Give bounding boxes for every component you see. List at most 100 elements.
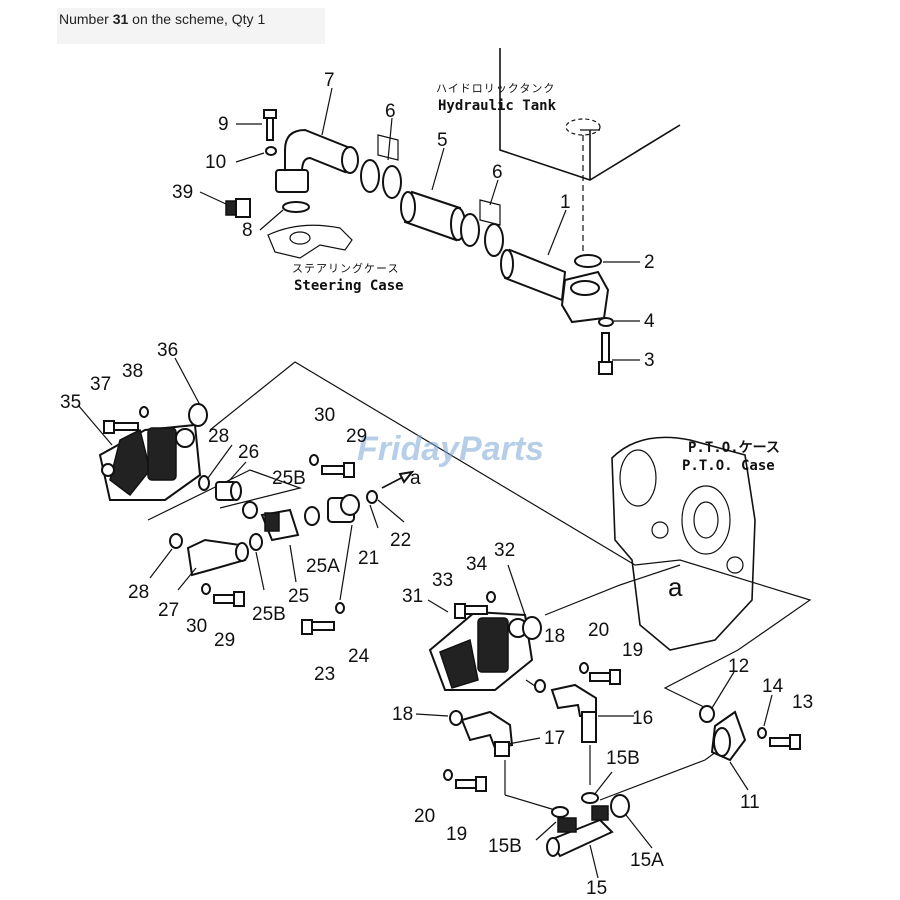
- washer-30-upper: [309, 454, 319, 466]
- part-label-23: 23: [314, 664, 335, 685]
- part-label-30: 30: [186, 616, 207, 637]
- washer-10: [265, 146, 277, 156]
- part-label-32: 32: [494, 540, 515, 561]
- caption-number: 31: [112, 11, 129, 27]
- o-ring-8: [282, 201, 310, 213]
- tee-15: [546, 805, 614, 858]
- o-ring-36: [188, 403, 208, 427]
- elbow-11: [710, 710, 747, 762]
- o-ring-25b-upper: [242, 501, 258, 519]
- part-label-1: 1: [560, 192, 571, 213]
- part-label-2: 2: [644, 252, 655, 273]
- bolt-29-lower: [213, 591, 245, 607]
- leader-lines: [77, 87, 773, 879]
- o-ring-18-lower: [449, 710, 463, 726]
- hydraulic-tank-label: Hydraulic Tank: [438, 98, 557, 114]
- caption-prefix: Number: [59, 11, 113, 27]
- bolt-23: [301, 619, 335, 635]
- o-ring-25a: [304, 506, 320, 526]
- part-label-8: 8: [242, 220, 253, 241]
- leader-24: [339, 524, 353, 601]
- part-label-19: 19: [622, 640, 643, 661]
- bolt-3: [598, 332, 613, 375]
- o-ring-25b-lower: [249, 533, 263, 551]
- part-label-29: 29: [346, 426, 367, 447]
- part-label-25b: 25B: [272, 468, 306, 489]
- part-label-20: 20: [588, 620, 609, 641]
- clamp-6-right: [460, 199, 504, 257]
- washer-38: [139, 406, 149, 418]
- page-caption: Number 31 on the scheme, Qty 1: [57, 8, 325, 44]
- elbow-25: [260, 508, 300, 542]
- bolt-33: [454, 603, 488, 619]
- part-label-16: 16: [632, 708, 653, 729]
- part-label-28: 28: [128, 582, 149, 603]
- part-label-28: 28: [208, 426, 229, 447]
- washer-20-upper: [579, 662, 589, 674]
- hydraulic-tank-label-jp: ハイドロリックタンク: [436, 82, 555, 95]
- part-label-15: 15: [586, 878, 607, 899]
- pto-case-label: P.T.O. Case: [682, 458, 775, 474]
- elbow-27: [186, 538, 249, 577]
- part-label-38: 38: [122, 361, 143, 382]
- part-label-31: 31: [402, 586, 423, 607]
- part-label-14: 14: [762, 676, 784, 697]
- washer-24: [335, 602, 345, 614]
- o-ring-22: [366, 490, 378, 504]
- part-label-18: 18: [544, 626, 565, 647]
- watermark: FridayParts: [357, 430, 544, 468]
- routing-lines: [147, 361, 812, 811]
- part-label-19: 19: [446, 824, 467, 845]
- part-label-3: 3: [644, 350, 655, 371]
- o-ring-2: [574, 254, 602, 268]
- pto-case-label-jp: P.T.O.ケース: [688, 440, 780, 456]
- bolt-9: [263, 109, 277, 141]
- pto-case: [611, 436, 756, 651]
- part-label-15b: 15B: [606, 748, 640, 769]
- part-label-34: 34: [466, 554, 488, 575]
- part-label-21: 21: [358, 548, 379, 569]
- part-label-11: 11: [740, 792, 760, 813]
- part-label-25b: 25B: [252, 604, 286, 625]
- suction-tube-1: [500, 248, 610, 324]
- part-labels: 7 6 5 6 1 2 4 3 9 10 39 8 36 38 37 35 28…: [60, 70, 813, 899]
- part-label-4: 4: [644, 311, 655, 332]
- part-label-15b: 15B: [488, 836, 522, 857]
- part-label-6: 6: [492, 162, 503, 183]
- washer-4: [598, 317, 614, 327]
- part-label-27: 27: [158, 600, 179, 621]
- part-label-39: 39: [172, 182, 193, 203]
- bolt-29-upper: [321, 462, 355, 478]
- washer-20-lower: [443, 769, 453, 781]
- part-label-15a: 15A: [630, 850, 664, 871]
- arrow-head: [398, 470, 415, 484]
- part-label-24: 24: [348, 646, 370, 667]
- o-ring-12: [699, 705, 715, 723]
- bolt-19-lower: [455, 776, 487, 792]
- hose-5: [400, 190, 466, 242]
- part-label-12: 12: [728, 656, 749, 677]
- steering-case-label-jp: ステアリングケース: [292, 261, 399, 275]
- part-label-25: 25: [288, 586, 309, 607]
- part-label-37: 37: [90, 374, 111, 395]
- steering-case-label: Steering Case: [294, 278, 404, 294]
- o-ring-32: [522, 616, 542, 640]
- part-label-26: 26: [238, 442, 259, 463]
- ref-label-a-lower: a: [668, 572, 683, 602]
- washer-30-lower: [201, 583, 211, 595]
- o-ring-15a: [610, 794, 630, 818]
- washer-14: [757, 727, 767, 739]
- part-label-10: 10: [205, 152, 226, 173]
- washer-34: [486, 591, 496, 603]
- o-ring-28-upper: [198, 475, 210, 491]
- part-label-33: 33: [432, 570, 453, 591]
- part-label-22: 22: [390, 530, 411, 551]
- part-label-9: 9: [218, 114, 229, 135]
- part-label-17: 17: [544, 728, 565, 749]
- part-label-29: 29: [214, 630, 235, 651]
- part-label-13: 13: [792, 692, 813, 713]
- o-ring-15b-right: [581, 792, 599, 804]
- part-label-5: 5: [437, 130, 448, 151]
- part-label-6: 6: [385, 101, 396, 122]
- o-ring-28-lower: [169, 533, 183, 549]
